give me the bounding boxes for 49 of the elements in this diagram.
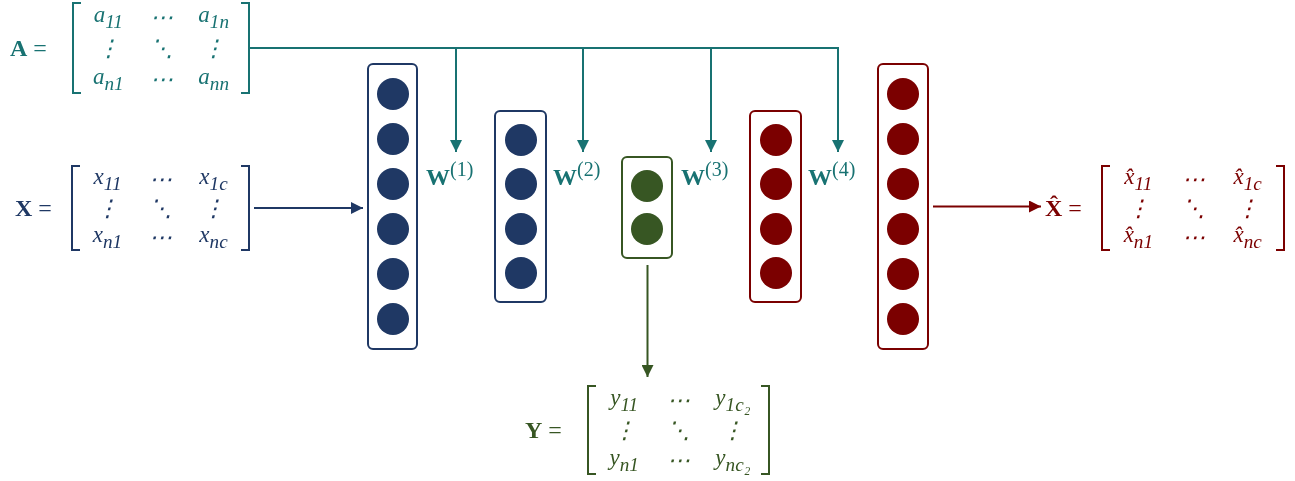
matrix-symbol: Y =	[525, 416, 562, 444]
matrix-entry: x̂$_{nc}$	[1233, 222, 1262, 251]
matrix-entry: a$_{1n}$	[198, 3, 229, 32]
matrix-entry: ⋮	[612, 418, 636, 442]
matrix-entry: ⋯	[1181, 225, 1205, 249]
matrix-entry: x̂$_{11}$	[1124, 165, 1153, 194]
matrix-entry: x$_{1c}$	[199, 165, 228, 194]
arrow	[253, 202, 364, 214]
arrow	[249, 47, 844, 153]
layer-box	[621, 156, 673, 259]
matrix-entry: ⋯	[149, 67, 173, 91]
matrix-symbol: A =	[10, 34, 47, 62]
matrix-entry: ⋯	[149, 225, 172, 249]
layer-box	[494, 110, 547, 303]
matrix-entry: ⋯	[149, 167, 172, 191]
matrix-entry: x$_{11}$	[93, 165, 122, 194]
matrix-symbol: X̂ =	[1045, 194, 1082, 222]
arrow	[641, 264, 654, 378]
matrix-entry: ⋱	[1181, 196, 1205, 220]
arrow	[932, 200, 1042, 213]
matrix-entry: ⋱	[149, 196, 172, 220]
matrix-entry: ⋮	[1126, 196, 1150, 220]
matrix-symbol: X =	[15, 194, 52, 222]
matrix-entry: ⋯	[149, 5, 173, 29]
matrix-entry: a$_{nn}$	[198, 64, 229, 93]
matrix-entry: ⋱	[667, 418, 690, 442]
matrix-entry: y$_{11}$	[610, 386, 639, 414]
matrix-entry: ⋯	[667, 448, 690, 472]
matrix-entry: ⋮	[202, 36, 226, 60]
layer-box	[749, 110, 802, 303]
matrix-entry: ⋱	[149, 36, 173, 60]
matrix-entry: y$_{1c₂}$	[715, 386, 751, 414]
matrix-entry: x$_{nc}$	[199, 222, 228, 251]
matrix-entry: ⋮	[96, 196, 119, 220]
matrix-entry: ⋯	[667, 388, 690, 412]
matrix-entry: x̂$_{n1}$	[1123, 222, 1153, 251]
matrix-entry: a$_{11}$	[93, 3, 123, 32]
layer-box	[367, 63, 418, 350]
matrix-entry: ⋮	[721, 418, 745, 442]
matrix-entry: ⋮	[96, 36, 120, 60]
matrix-entry: ⋮	[202, 196, 225, 220]
matrix-entry: x$_{n1}$	[92, 222, 123, 251]
layer-box	[877, 63, 929, 350]
matrix-entry: x̂$_{1c}$	[1233, 165, 1262, 194]
matrix-entry: ⋯	[1181, 167, 1205, 191]
matrix-entry: a$_{n1}$	[93, 64, 124, 93]
matrix-entry: y$_{nc₂}$	[715, 446, 751, 474]
matrix-entry: y$_{n1}$	[609, 446, 639, 474]
matrix-entry: ⋮	[1236, 196, 1260, 220]
